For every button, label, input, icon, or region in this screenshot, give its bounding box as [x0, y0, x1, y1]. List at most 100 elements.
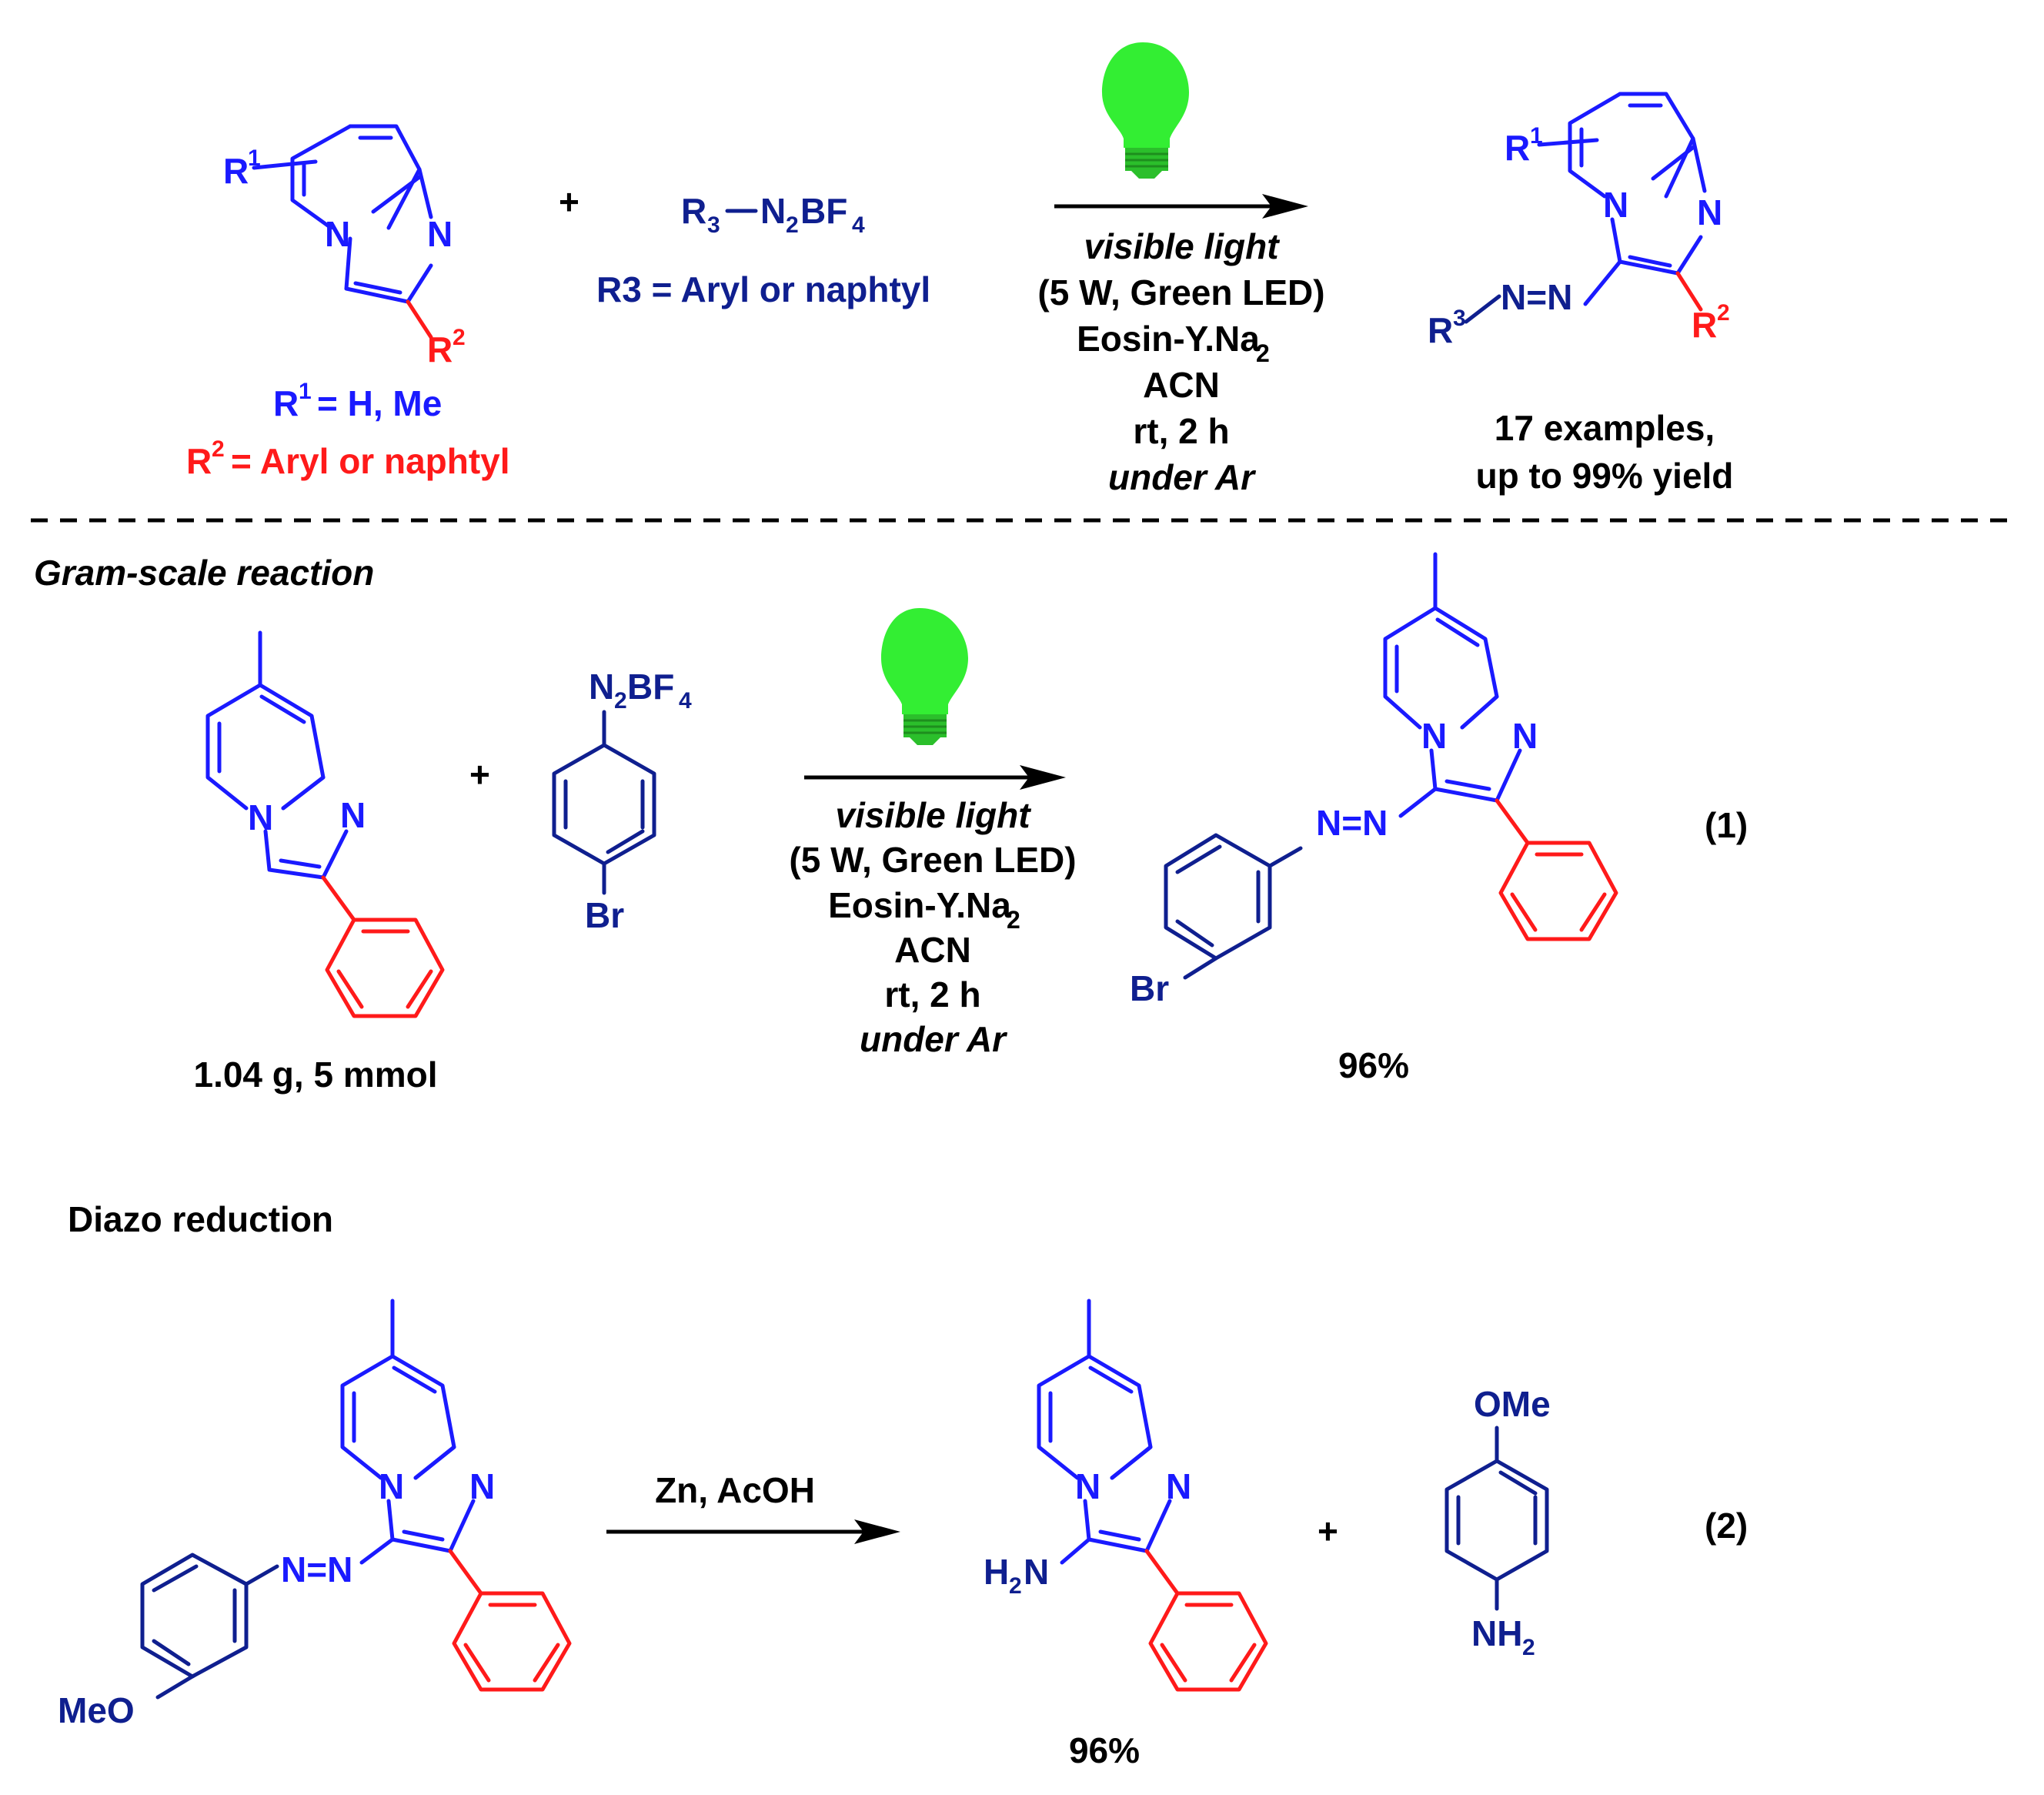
n-atom: N — [325, 214, 350, 254]
reagent-n2: N — [589, 667, 614, 707]
gram-scale-product — [1383, 552, 1522, 818]
amine-yield: 96% — [1069, 1730, 1140, 1770]
reaction-arrow-icon — [804, 765, 1066, 790]
imidazopyridine-reactant — [252, 124, 433, 304]
r2-sup: 2 — [1717, 300, 1730, 326]
r2-bond — [406, 299, 433, 339]
reagent-bf-sub: 4 — [679, 688, 692, 714]
azo-product — [1537, 92, 1707, 306]
bromophenyl-diazonium — [552, 710, 656, 895]
r2-label: R — [1692, 305, 1717, 345]
diazo-reduction-title: Diazo reduction — [68, 1199, 333, 1239]
r2-bond — [1675, 271, 1703, 312]
condition-catalyst: Eosin-Y.Na — [1077, 319, 1260, 359]
r2-definition-sup: 2 — [212, 436, 225, 462]
methoxy-label: OMe — [1474, 1384, 1551, 1424]
reduction-reagents: Zn, AcOH — [655, 1470, 815, 1510]
condition-solvent: ACN — [1143, 365, 1220, 405]
condition-solvent: ACN — [894, 930, 971, 970]
n-atom: N — [1421, 716, 1447, 756]
n-atom: N — [1075, 1466, 1100, 1506]
condition-catalyst-sub: 2 — [1007, 906, 1020, 934]
bromo-label: Br — [1130, 968, 1169, 1008]
condition-led: (5 W, Green LED) — [789, 840, 1076, 880]
reagent-n2-sub: 2 — [786, 212, 799, 238]
reagent-bf-sub: 4 — [852, 212, 865, 238]
examples-count: 17 examples, — [1495, 408, 1715, 448]
amine-n: N — [1024, 1552, 1049, 1592]
bromo-label: Br — [585, 895, 624, 935]
yield-range: up to 99% yield — [1476, 456, 1734, 496]
condition-light: visible light — [835, 795, 1031, 835]
lightbulb-icon — [1102, 42, 1189, 179]
methoxyphenyl — [140, 1553, 279, 1700]
condition-led: (5 W, Green LED) — [1037, 272, 1324, 313]
equation-label-2: (2) — [1705, 1506, 1748, 1546]
n-atom: N — [340, 795, 366, 835]
reagent-n2-sub: 2 — [614, 688, 627, 714]
plus-sign: + — [1318, 1511, 1338, 1551]
n-atom: N — [469, 1466, 495, 1506]
amino-sub: 2 — [1522, 1635, 1535, 1660]
diazo-substrate-phenyl — [448, 1549, 572, 1692]
reagent-n2: N — [760, 191, 786, 231]
lightbulb-icon — [881, 608, 968, 745]
condition-light: visible light — [1084, 226, 1280, 266]
anisidine — [1444, 1426, 1549, 1611]
amine-h-sub: 2 — [1009, 1573, 1022, 1599]
n-atom: N — [248, 797, 273, 837]
r2-label: R — [427, 329, 453, 369]
condition-catalyst-sub: 2 — [1256, 339, 1270, 367]
condition-time: rt, 2 h — [884, 974, 980, 1014]
r2-sup: 2 — [453, 325, 466, 350]
reaction-arrow-icon — [1054, 194, 1308, 219]
azo-label: N=N — [1501, 277, 1572, 317]
condition-atmosphere: under Ar — [860, 1019, 1007, 1059]
r1-definition: = H, Me — [317, 383, 442, 423]
plus-sign: + — [469, 754, 490, 794]
r1-label: R — [223, 151, 249, 191]
r2-definition: = Aryl or naphtyl — [231, 441, 510, 481]
n-atom: N — [1166, 1466, 1191, 1506]
n-atom: N — [379, 1466, 404, 1506]
gram-scale-phenyl — [321, 875, 445, 1018]
gram-scale-title: Gram-scale reaction — [34, 553, 374, 593]
amino-label: NH — [1471, 1613, 1522, 1653]
gram-scale-product-phenyl — [1495, 798, 1618, 941]
n-atom: N — [1512, 716, 1538, 756]
amine-product — [1037, 1299, 1172, 1565]
r1-sup: 1 — [248, 145, 261, 171]
gram-scale-reactant — [205, 630, 349, 880]
condition-atmosphere: under Ar — [1108, 457, 1256, 497]
methoxy-label: MeO — [58, 1690, 135, 1730]
diazo-substrate — [340, 1299, 476, 1565]
n-atom: N — [1603, 185, 1628, 225]
plus-sign: + — [559, 182, 579, 222]
azo-label: N=N — [1316, 803, 1388, 843]
r3-definition: R3 = Aryl or naphtyl — [596, 269, 930, 309]
n-atom: N — [1697, 192, 1722, 232]
reagent-r3-sub: 3 — [707, 212, 720, 238]
r1-definition-sup: 1 — [299, 379, 312, 404]
amine-product-phenyl — [1144, 1549, 1268, 1692]
reagent-bf: BF — [627, 667, 674, 707]
reagent-r3: R — [681, 191, 706, 231]
condition-catalyst: Eosin-Y.Na — [828, 885, 1011, 925]
n-atom: N — [427, 214, 453, 254]
r2-definition-r: R — [186, 441, 212, 481]
equation-label-1: (1) — [1705, 805, 1748, 845]
r3-label: R — [1428, 310, 1453, 350]
reaction-arrow-icon — [606, 1519, 900, 1544]
r1-sup: 1 — [1530, 123, 1543, 149]
r3-sup: 3 — [1453, 306, 1466, 331]
gram-scale-amount: 1.04 g, 5 mmol — [193, 1055, 437, 1095]
gram-scale-yield: 96% — [1338, 1045, 1409, 1085]
gram-scale-bromophenyl — [1164, 833, 1303, 980]
amine-h: H — [984, 1552, 1009, 1592]
r1-label: R — [1505, 128, 1530, 168]
condition-time: rt, 2 h — [1133, 411, 1229, 451]
reagent-bf: BF — [800, 191, 847, 231]
azo-label: N=N — [281, 1549, 352, 1589]
r1-definition-r: R — [273, 383, 299, 423]
